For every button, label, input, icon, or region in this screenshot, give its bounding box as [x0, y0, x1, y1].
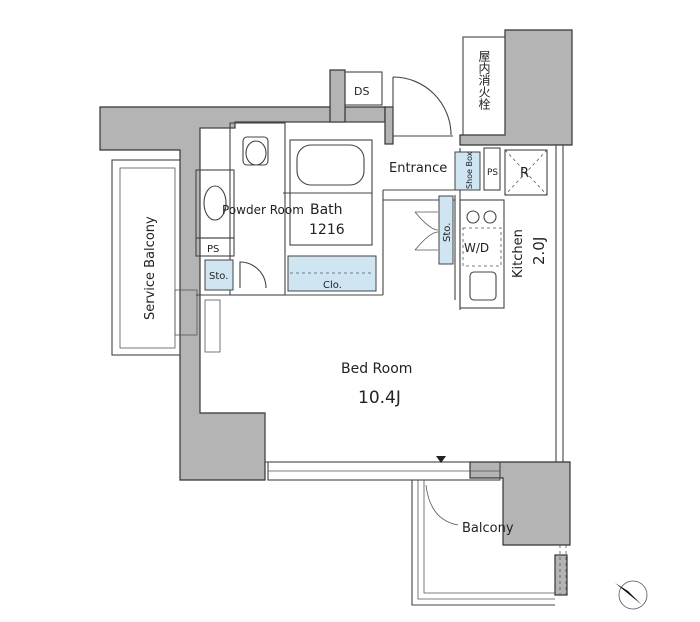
- sto-hall-label: Sto.: [442, 223, 453, 242]
- kitchen-label: Kitchen: [511, 229, 526, 278]
- bath-label: Bath: [310, 202, 343, 218]
- window: [267, 456, 501, 481]
- service-balcony-label: Service Balcony: [143, 216, 158, 320]
- ps-entrance-label: PS: [487, 168, 498, 178]
- ds-shaft: DS: [344, 71, 383, 106]
- service-balcony: Service Balcony: [111, 159, 221, 356]
- ps-powder-label: PS: [207, 244, 219, 255]
- hall-storage: [438, 195, 454, 265]
- bed-room-label: Bed Room: [341, 361, 412, 377]
- walls: [99, 29, 573, 596]
- entrance-door: [392, 76, 452, 136]
- balcony-label: Balcony: [462, 521, 514, 536]
- kitchen: R W/D Kitchen 2.0J: [459, 149, 548, 309]
- powder-room-label: Powder Room: [222, 203, 304, 217]
- refrigerator-label: R: [520, 166, 529, 181]
- entry-marker-icon: [436, 456, 446, 463]
- fire-hydrant-label: 屋内消火栓: [477, 50, 491, 111]
- powder-room: Powder Room PS Sto.: [195, 136, 304, 291]
- hall-door: [414, 211, 439, 251]
- balcony: Balcony: [411, 480, 567, 606]
- bathroom: Bath 1216 Clo.: [283, 139, 377, 292]
- fire-hydrant: 屋内消火栓: [462, 36, 506, 136]
- entrance-label: Entrance: [389, 161, 447, 176]
- sto-powder-label: Sto.: [209, 271, 228, 282]
- kitchen-size: 2.0J: [530, 237, 548, 265]
- closet-label: Clo.: [323, 280, 342, 291]
- interior-lines: [195, 121, 564, 463]
- shoe-box-label: Shoe Box: [465, 151, 474, 189]
- bath-size: 1216: [309, 222, 345, 238]
- closet: [287, 255, 377, 292]
- ds-label: DS: [354, 85, 369, 98]
- wd-label: W/D: [464, 241, 489, 255]
- compass-icon: [615, 580, 648, 610]
- powder-storage: [204, 259, 234, 291]
- bed-room-size: 10.4J: [358, 388, 401, 408]
- shoe-box: [454, 151, 481, 191]
